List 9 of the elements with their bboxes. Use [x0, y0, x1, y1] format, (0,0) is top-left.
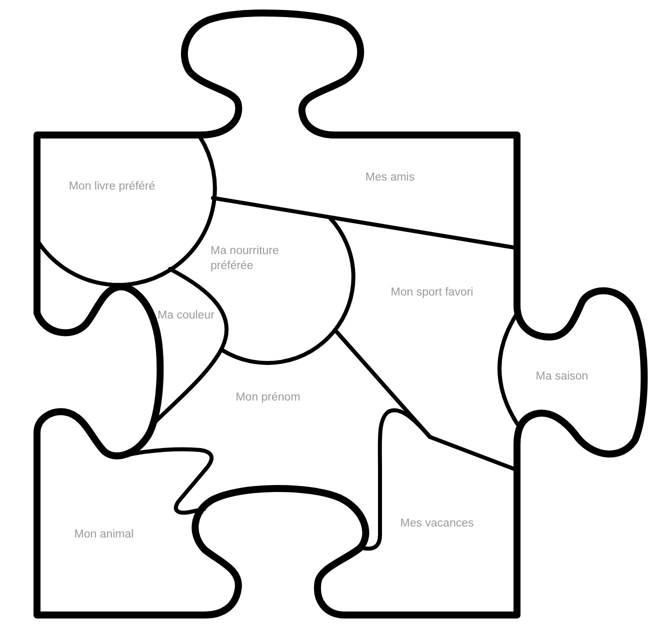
region-label: Mon sport favori [390, 286, 474, 300]
region-label: Mon animal [74, 528, 134, 542]
region-label: Ma nourriture préférée [210, 244, 280, 274]
region-label: Mes amis [365, 170, 415, 186]
region-label: Mon livre préféré [68, 180, 156, 194]
region-label: Mes vacances [400, 516, 474, 532]
region-label: Mon prénom [236, 390, 300, 406]
region-label: Ma couleur [158, 308, 214, 324]
region-label: Ma saison [536, 370, 588, 384]
